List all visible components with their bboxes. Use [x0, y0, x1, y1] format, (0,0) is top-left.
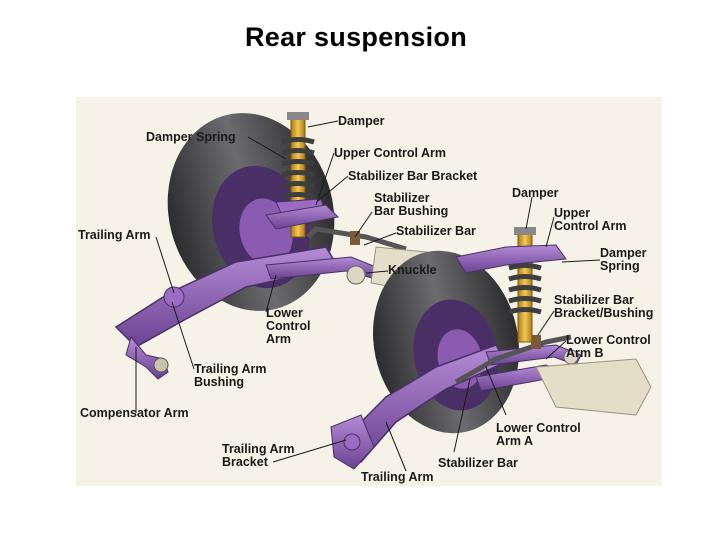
- suspension-diagram: Damper Damper Spring Upper Control Arm S…: [76, 97, 662, 486]
- label-stabilizer-bar-lower: Stabilizer Bar: [438, 456, 518, 470]
- label-lower-control-arm-line2: Control: [266, 319, 311, 333]
- label-stabilizer-bar-bushing-line2: Bar Bushing: [374, 204, 449, 218]
- label-damper-left: Damper: [338, 114, 385, 128]
- label-upper-control-arm-right-line1: Upper: [554, 206, 591, 220]
- label-trailing-arm-bushing-line2: Bushing: [194, 375, 244, 389]
- right-stabilizer-bar: [454, 334, 572, 385]
- label-stabilizer-bracket-bushing-line1: Stabilizer Bar: [554, 293, 634, 307]
- label-lower-control-arm-b-line2: Arm B: [566, 346, 604, 360]
- left-damper-spring: [265, 112, 340, 238]
- page-title: Rear suspension: [244, 22, 468, 52]
- label-damper-spring-right-line1: Damper: [600, 246, 647, 260]
- leader-lines: [135, 120, 601, 472]
- label-damper-spring-right-line2: Spring: [600, 259, 640, 273]
- left-lower-control-arm: [265, 256, 382, 285]
- label-lower-control-arm-line1: Lower: [266, 306, 303, 320]
- label-trailing-arm-bracket-line1: Trailing Arm: [222, 442, 295, 456]
- suspension-illustration: [114, 112, 652, 472]
- label-lower-control-arm-a-line2: Arm A: [496, 434, 534, 448]
- label-trailing-arm-left: Trailing Arm: [78, 228, 151, 242]
- label-upper-control-arm-left: Upper Control Arm: [334, 146, 447, 160]
- label-lower-control-arm-line3: Arm: [266, 332, 292, 346]
- label-stabilizer-bar-bushing-line1: Stabilizer: [374, 191, 430, 205]
- label-upper-control-arm-right-line2: Control Arm: [554, 219, 627, 233]
- label-compensator-arm: Compensator Arm: [80, 406, 189, 420]
- label-damper-right: Damper: [512, 186, 559, 200]
- label-damper-spring-left: Damper Spring: [146, 130, 236, 144]
- right-lower-control-arms: [475, 344, 652, 416]
- label-lower-control-arm-a-line1: Lower Control: [496, 421, 581, 435]
- label-stabilizer-bar-upper: Stabilizer Bar: [396, 224, 476, 238]
- label-stabilizer-bracket-bushing-line2: Bracket/Bushing: [554, 306, 654, 320]
- label-stabilizer-bar-bracket: Stabilizer Bar Bracket: [348, 169, 478, 183]
- label-trailing-arm-bracket-line2: Bracket: [222, 455, 268, 469]
- label-trailing-arm-bushing-line1: Trailing Arm: [194, 362, 267, 376]
- label-trailing-arm-bottom: Trailing Arm: [361, 470, 434, 484]
- label-lower-control-arm-b-line1: Lower Control: [566, 333, 651, 347]
- right-damper-spring: [455, 227, 567, 343]
- label-knuckle: Knuckle: [388, 263, 437, 277]
